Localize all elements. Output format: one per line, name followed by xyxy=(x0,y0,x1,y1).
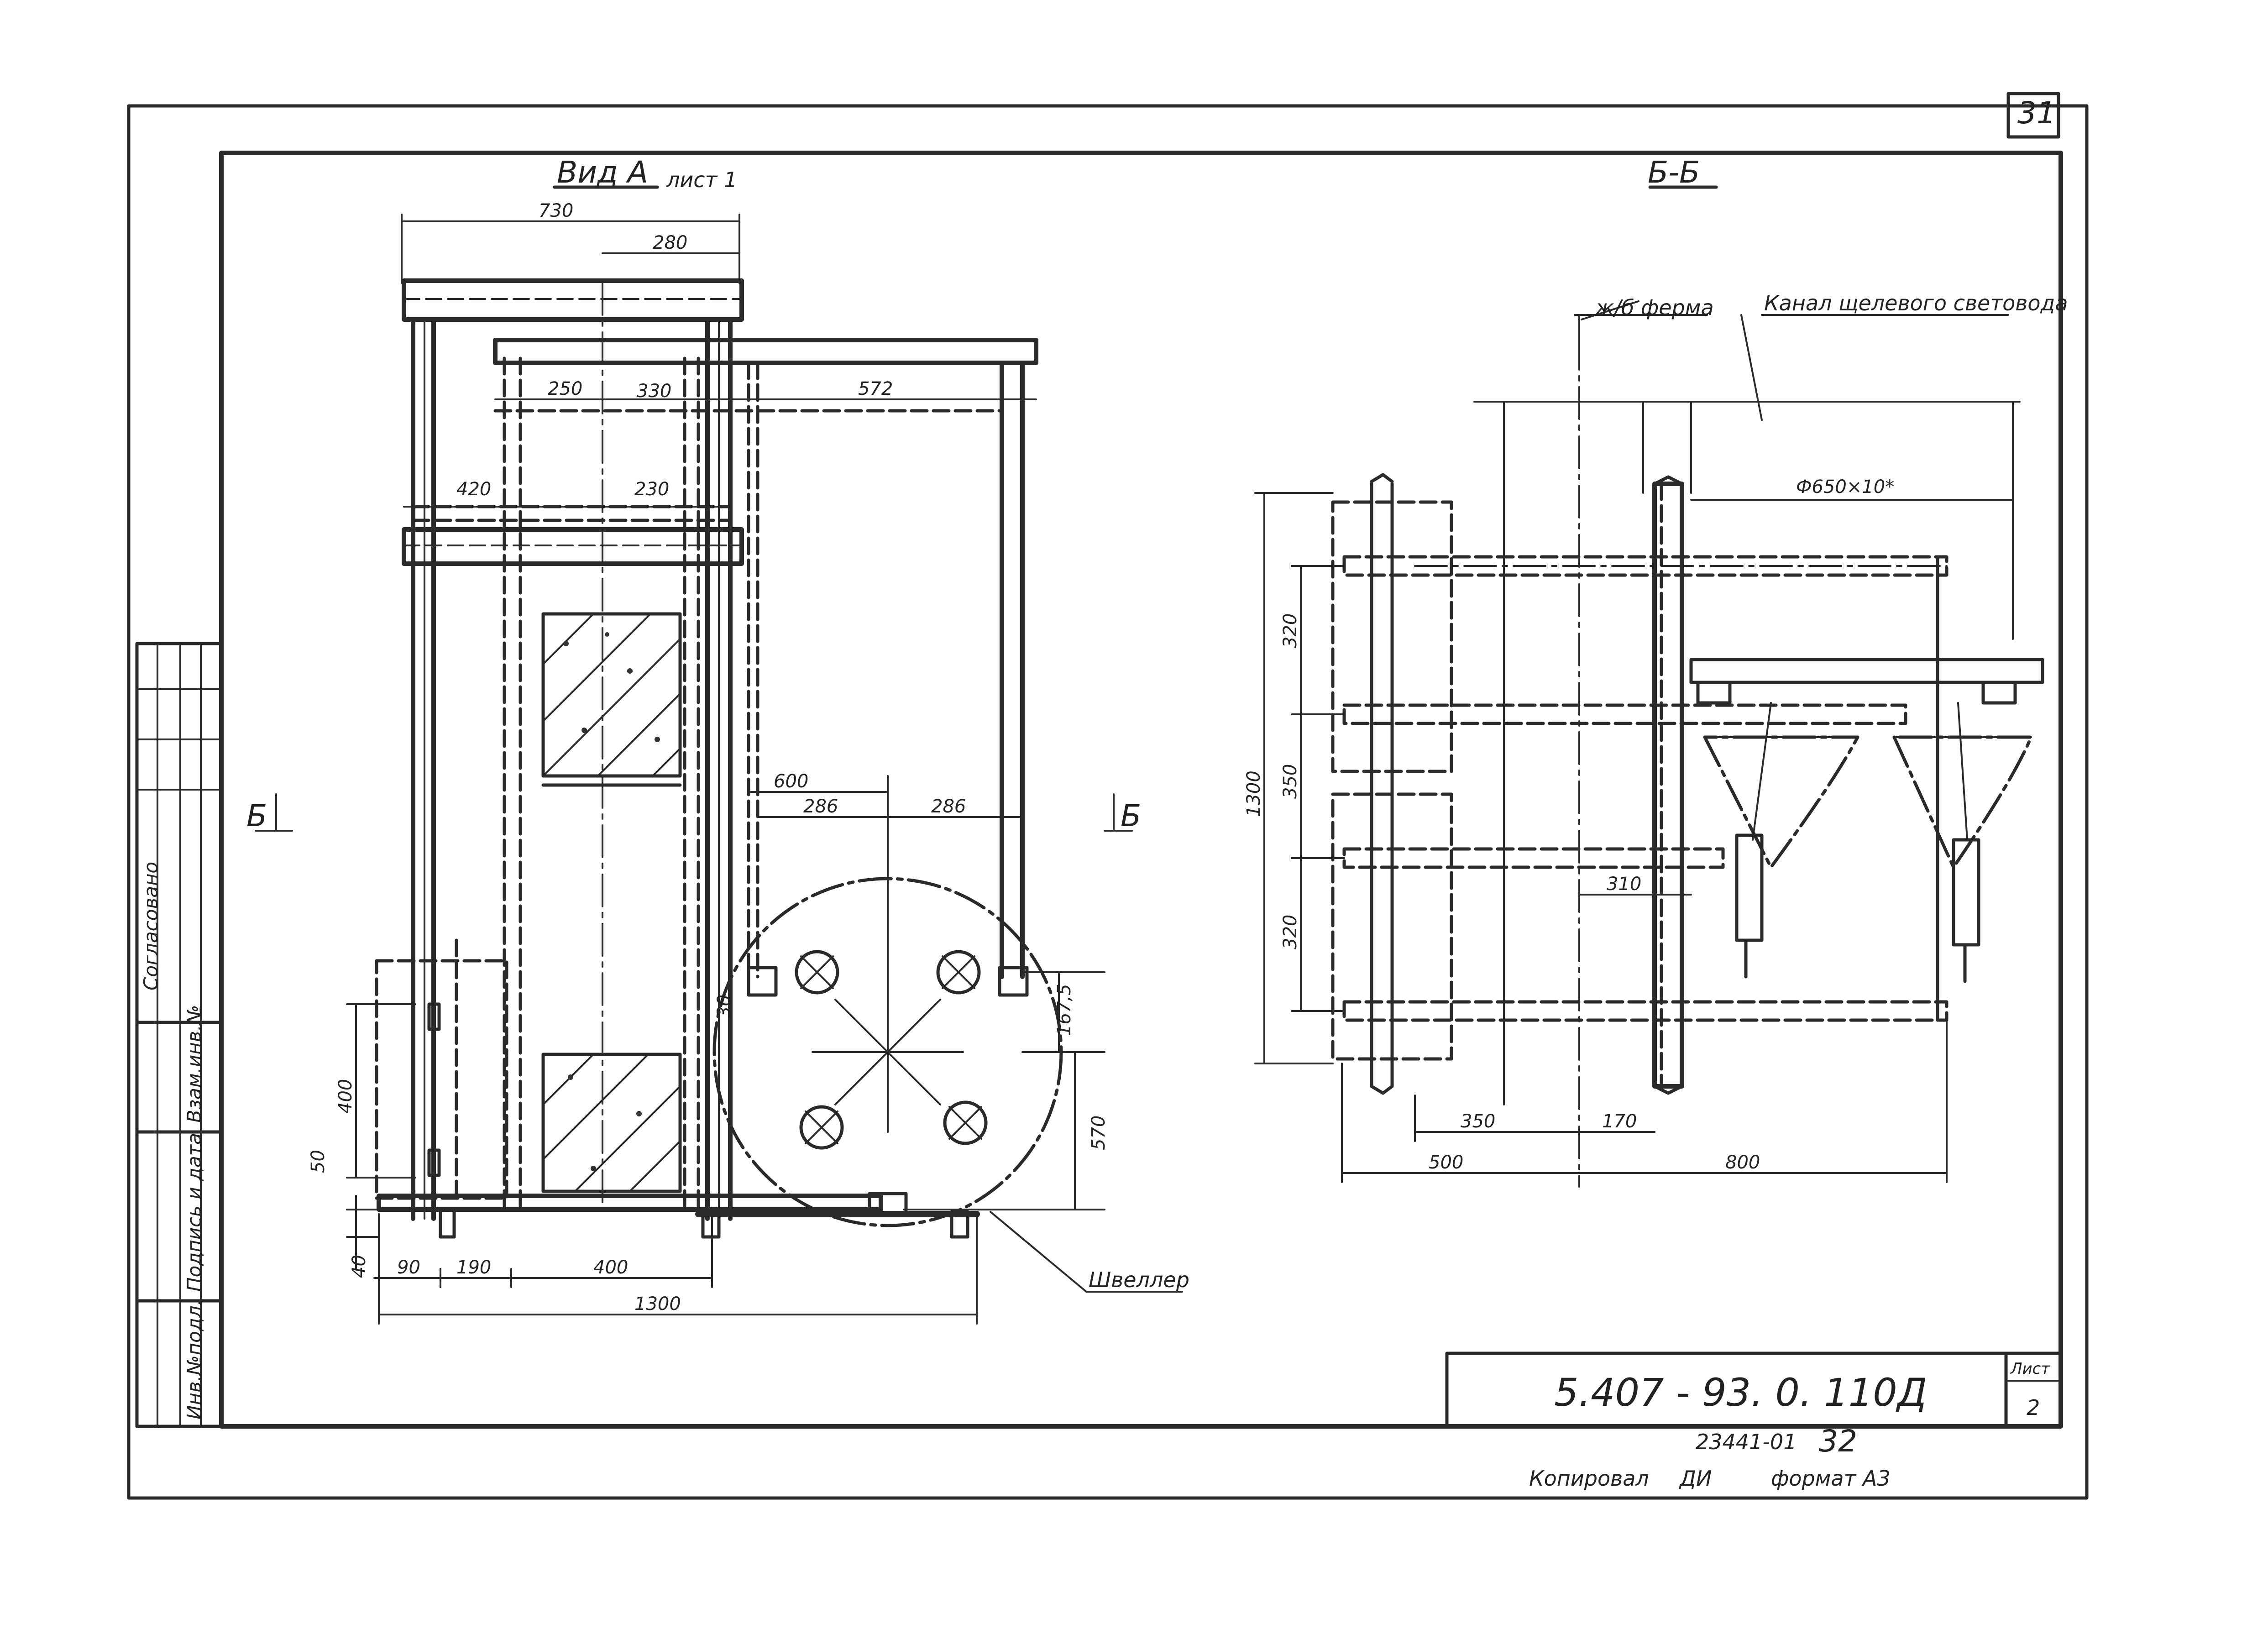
dim-50: 50 xyxy=(308,1150,329,1173)
light-channel-label: Канал щелевого световода xyxy=(1764,291,2068,315)
dim-350-horizontal: 350 xyxy=(1461,1111,1495,1132)
dim-170: 170 xyxy=(1602,1111,1637,1132)
dim-280: 280 xyxy=(653,232,687,253)
truss-label: ж/б ферма xyxy=(1595,295,1714,320)
section-bb-title: Б-Б xyxy=(1648,155,1700,190)
dim-1300-vertical: 1300 xyxy=(1243,770,1264,817)
title-block xyxy=(1445,1351,2063,1428)
archive-number: 23441-01 xyxy=(1696,1430,1797,1454)
sheet-label: Лист xyxy=(2010,1360,2050,1378)
dim-572: 572 xyxy=(858,378,893,399)
sheet-number: 2 xyxy=(2027,1395,2040,1420)
copied-label: Копировал xyxy=(1529,1466,1649,1491)
section-mark-right: Б xyxy=(1121,798,1141,833)
format-label: формат А3 xyxy=(1771,1466,1891,1491)
dim-167-5: 167,5 xyxy=(1054,984,1075,1036)
section-mark-left: Б xyxy=(246,798,267,833)
stamp-agreed: Согласовано xyxy=(140,862,162,990)
view-a-sheet-ref: лист 1 xyxy=(666,168,737,192)
dim-400-horizontal: 400 xyxy=(593,1257,628,1278)
drawing-code: 5.407 - 93. 0. 110Д xyxy=(1554,1370,1927,1415)
dim-310: 310 xyxy=(1607,874,1641,895)
dim-286-right: 286 xyxy=(931,796,966,817)
dim-1300: 1300 xyxy=(634,1294,681,1315)
copier-signature: ДИ xyxy=(1679,1466,1712,1491)
stamp-inv-original: Инв.№подл. xyxy=(183,1299,205,1420)
dim-570: 570 xyxy=(1088,1116,1109,1150)
copy-number: 32 xyxy=(1819,1424,1857,1459)
dim-600: 600 xyxy=(774,771,808,792)
view-a xyxy=(255,185,1183,1325)
diameter-label: Ф650×10* xyxy=(1796,477,1894,498)
dim-40: 40 xyxy=(349,1255,370,1278)
dim-330: 330 xyxy=(637,381,671,402)
dim-350-vertical: 350 xyxy=(1280,764,1301,799)
side-stamp xyxy=(135,642,223,1428)
section-bb xyxy=(1254,185,2044,1188)
dim-30: 30 xyxy=(714,995,735,1018)
dim-400-vertical: 400 xyxy=(335,1079,356,1114)
dim-730: 730 xyxy=(539,200,573,221)
stamp-signature-date: Подпись и дата xyxy=(183,1133,205,1292)
view-a-title: Вид А xyxy=(557,155,648,190)
stamp-swap-inv: Взам.инв.№ xyxy=(183,1005,205,1123)
dim-190: 190 xyxy=(456,1257,491,1278)
channel-label: Швеллер xyxy=(1089,1268,1189,1292)
dim-420: 420 xyxy=(456,479,491,500)
dim-500: 500 xyxy=(1429,1152,1463,1173)
dim-250: 250 xyxy=(548,378,582,399)
dim-800: 800 xyxy=(1725,1152,1760,1173)
corner-number: 31 xyxy=(2017,95,2056,131)
dim-230: 230 xyxy=(634,479,669,500)
dim-320-top: 320 xyxy=(1280,613,1301,648)
dim-320-bottom: 320 xyxy=(1280,915,1301,949)
dim-286-left: 286 xyxy=(803,796,838,817)
dim-90: 90 xyxy=(397,1257,420,1278)
